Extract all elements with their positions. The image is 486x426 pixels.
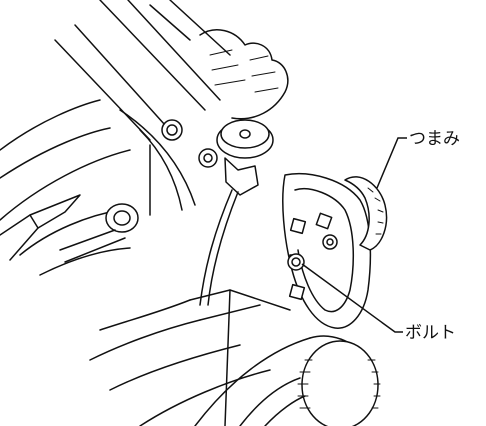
callout-knob: つまみ: [376, 129, 460, 189]
blade-guard: [0, 99, 196, 276]
blade-arbor: [59, 203, 139, 263]
callout-knob-leader: [376, 137, 407, 189]
upper-arm-housing: [54, 0, 231, 141]
callout-knob-label: つまみ: [409, 129, 460, 149]
bevel-bracket: [282, 173, 372, 329]
pivot-screws: [161, 119, 218, 168]
callout-bolt-label: ボルト: [405, 323, 456, 343]
callout-bolt-leader: [301, 263, 403, 333]
lock-rod: [199, 189, 239, 306]
knob-screw: [216, 119, 274, 196]
base-table: [89, 289, 291, 426]
motor-housing: [194, 335, 381, 426]
adjustment-knob: [344, 176, 388, 251]
callout-bolt: ボルト: [301, 263, 456, 343]
blade: [0, 194, 81, 261]
hand-outline: [199, 29, 289, 120]
